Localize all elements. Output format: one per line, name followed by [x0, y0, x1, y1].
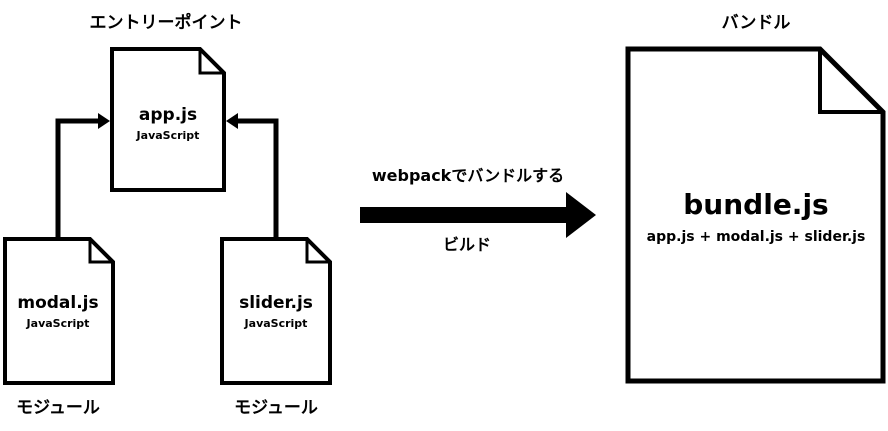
- slider-to-app-connector: [226, 113, 279, 239]
- arrowhead-left-icon: [226, 113, 238, 129]
- slider-js-name: slider.js: [239, 293, 313, 313]
- modal-js-name: modal.js: [17, 293, 98, 313]
- slider-js-caption: モジュール: [234, 398, 318, 418]
- connector-line: [55, 118, 100, 239]
- slider-js-language: JavaScript: [244, 317, 308, 330]
- app-js-name: app.js: [139, 105, 197, 125]
- modal-js-language: JavaScript: [26, 317, 90, 330]
- arrowhead-right-icon: [98, 113, 110, 129]
- modal-to-app-connector: [55, 113, 110, 239]
- bundle-heading: バンドル: [722, 13, 791, 33]
- process-sublabel: ビルド: [443, 235, 491, 254]
- bundle-js-document: bundle.js app.js + modal.js + slider.js: [625, 46, 886, 384]
- document-icon: [110, 47, 226, 192]
- document-fold: [818, 49, 883, 114]
- bundle-js-contents: app.js + modal.js + slider.js: [647, 229, 866, 245]
- document-icon: [3, 237, 115, 385]
- document-fold: [305, 239, 330, 264]
- document-icon: [625, 46, 886, 384]
- modal-js-caption: モジュール: [16, 398, 100, 418]
- entry-point-heading: エントリーポイント: [90, 12, 243, 33]
- right-arrow-icon: [360, 192, 596, 238]
- bundle-js-name: bundle.js: [683, 188, 828, 221]
- document-fold: [198, 49, 224, 75]
- process-label: webpackでバンドルする: [372, 166, 564, 185]
- modal-js-document: modal.js JavaScript: [3, 237, 115, 385]
- connector-line: [236, 118, 279, 239]
- app-js-document: app.js JavaScript: [110, 47, 226, 192]
- document-fold: [88, 239, 113, 264]
- document-icon: [220, 237, 332, 385]
- slider-js-document: slider.js JavaScript: [220, 237, 332, 385]
- app-js-language: JavaScript: [136, 129, 200, 142]
